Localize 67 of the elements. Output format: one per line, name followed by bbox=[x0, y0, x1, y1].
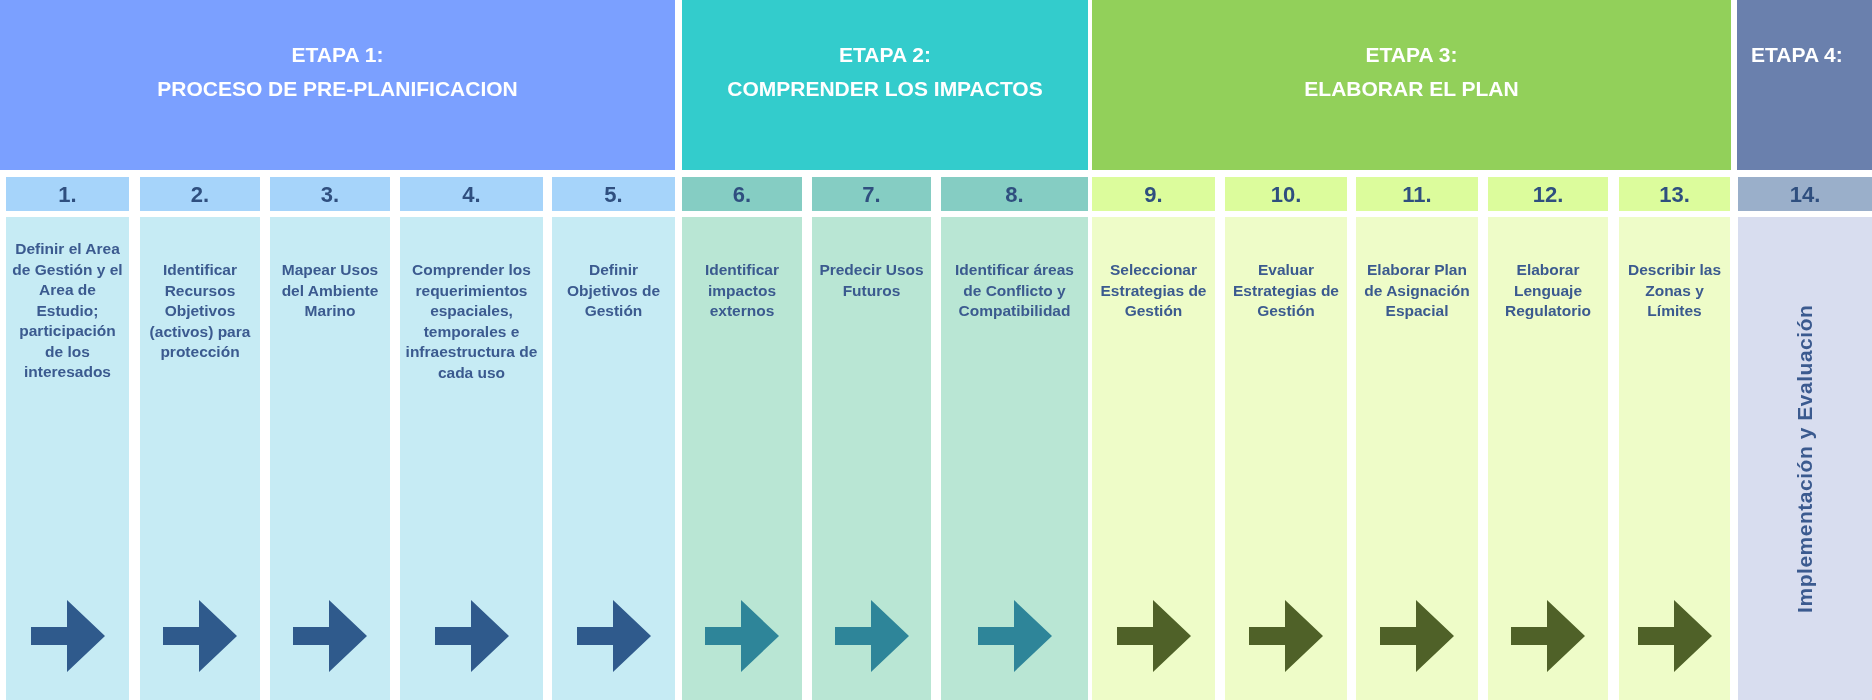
stage-title: ETAPA 3: bbox=[1364, 42, 1459, 68]
step-text: Describir las Zonas y Límites bbox=[1626, 260, 1723, 321]
step-text: Definir Objetivos de Gestión bbox=[566, 260, 661, 321]
step-number-bar bbox=[1619, 177, 1730, 211]
stage-title: ETAPA 1: bbox=[290, 42, 385, 68]
step-number-bar bbox=[270, 177, 390, 211]
stage-title: ETAPA 4: bbox=[1751, 42, 1843, 68]
step-number: 11. bbox=[1402, 180, 1432, 209]
step-number: 1. bbox=[58, 180, 77, 209]
step-number-bar bbox=[1738, 177, 1872, 211]
step-number-bar bbox=[6, 177, 129, 211]
step-text: Predecir Usos Futuros bbox=[818, 260, 925, 301]
step-text: Elaborar Plan de Asignación Espacial bbox=[1363, 260, 1471, 321]
step-number-bar bbox=[682, 177, 802, 211]
step-text: Seleccionar Estrategias de Gestión bbox=[1099, 260, 1208, 321]
stage-header bbox=[1737, 0, 1872, 170]
step-number: 5. bbox=[604, 180, 623, 209]
step-column bbox=[270, 217, 390, 700]
step-number-bar bbox=[140, 177, 260, 211]
stage-header bbox=[0, 0, 675, 170]
stage-title: ELABORAR EL PLAN bbox=[1303, 76, 1520, 102]
step-number-bar bbox=[1488, 177, 1608, 211]
stage-title: COMPRENDER LOS IMPACTOS bbox=[726, 76, 1044, 102]
step-number: 9. bbox=[1144, 180, 1163, 209]
stage-title: PROCESO DE PRE-PLANIFICACION bbox=[156, 76, 519, 102]
step-number-bar bbox=[941, 177, 1088, 211]
step-number: 7. bbox=[862, 180, 881, 209]
step-column bbox=[1092, 217, 1215, 700]
step-number: 14. bbox=[1789, 180, 1821, 209]
step-text: Identificar impactos externos bbox=[703, 260, 781, 321]
step-number: 6. bbox=[732, 180, 752, 209]
step-column bbox=[1488, 217, 1608, 700]
step-number: 12. bbox=[1532, 180, 1564, 209]
step-text: Elaborar Lenguaje Regulatorio bbox=[1503, 260, 1593, 321]
step-number-bar bbox=[812, 177, 931, 211]
step-column bbox=[1738, 217, 1872, 700]
step-text: Mapear Usos del Ambiente Marino bbox=[280, 260, 380, 321]
step-column bbox=[1619, 217, 1730, 700]
step-number: 2. bbox=[190, 180, 210, 209]
step-number-bar bbox=[1225, 177, 1347, 211]
step-number: 8. bbox=[1005, 180, 1024, 209]
step-column bbox=[682, 217, 802, 700]
step-text: Definir el Area de Gestión y el Area de Estudio; participación de los interesados bbox=[11, 239, 124, 382]
step-text: Identificar áreas de Conflicto y Compatibilidad bbox=[954, 260, 1075, 321]
step-number-bar bbox=[1356, 177, 1478, 211]
step-column bbox=[1225, 217, 1347, 700]
step-column bbox=[941, 217, 1088, 700]
step-number-bar bbox=[400, 177, 543, 211]
stage-header bbox=[1092, 0, 1731, 170]
stage-header bbox=[682, 0, 1088, 170]
step-column bbox=[6, 217, 129, 700]
step-number-bar bbox=[552, 177, 675, 211]
step-text: Evaluar Estrategias de Gestión bbox=[1232, 260, 1340, 321]
step-column bbox=[140, 217, 260, 700]
step-column bbox=[1356, 217, 1478, 700]
step-column bbox=[552, 217, 675, 700]
step-text: Identificar Recursos Objetivos (activos) para protección bbox=[148, 260, 252, 362]
step-number: 13. bbox=[1659, 180, 1690, 209]
step-text: Implementación y Evaluación bbox=[1792, 304, 1818, 613]
step-column bbox=[812, 217, 931, 700]
step-number: 10. bbox=[1270, 180, 1302, 209]
step-column bbox=[400, 217, 543, 700]
stage-title: ETAPA 2: bbox=[838, 42, 932, 68]
step-number: 3. bbox=[320, 180, 340, 209]
step-number: 4. bbox=[462, 180, 481, 209]
step-text: Comprender los requerimientos espaciales, temporales e infraestructura de cada uso bbox=[404, 260, 539, 383]
step-number-bar bbox=[1092, 177, 1215, 211]
